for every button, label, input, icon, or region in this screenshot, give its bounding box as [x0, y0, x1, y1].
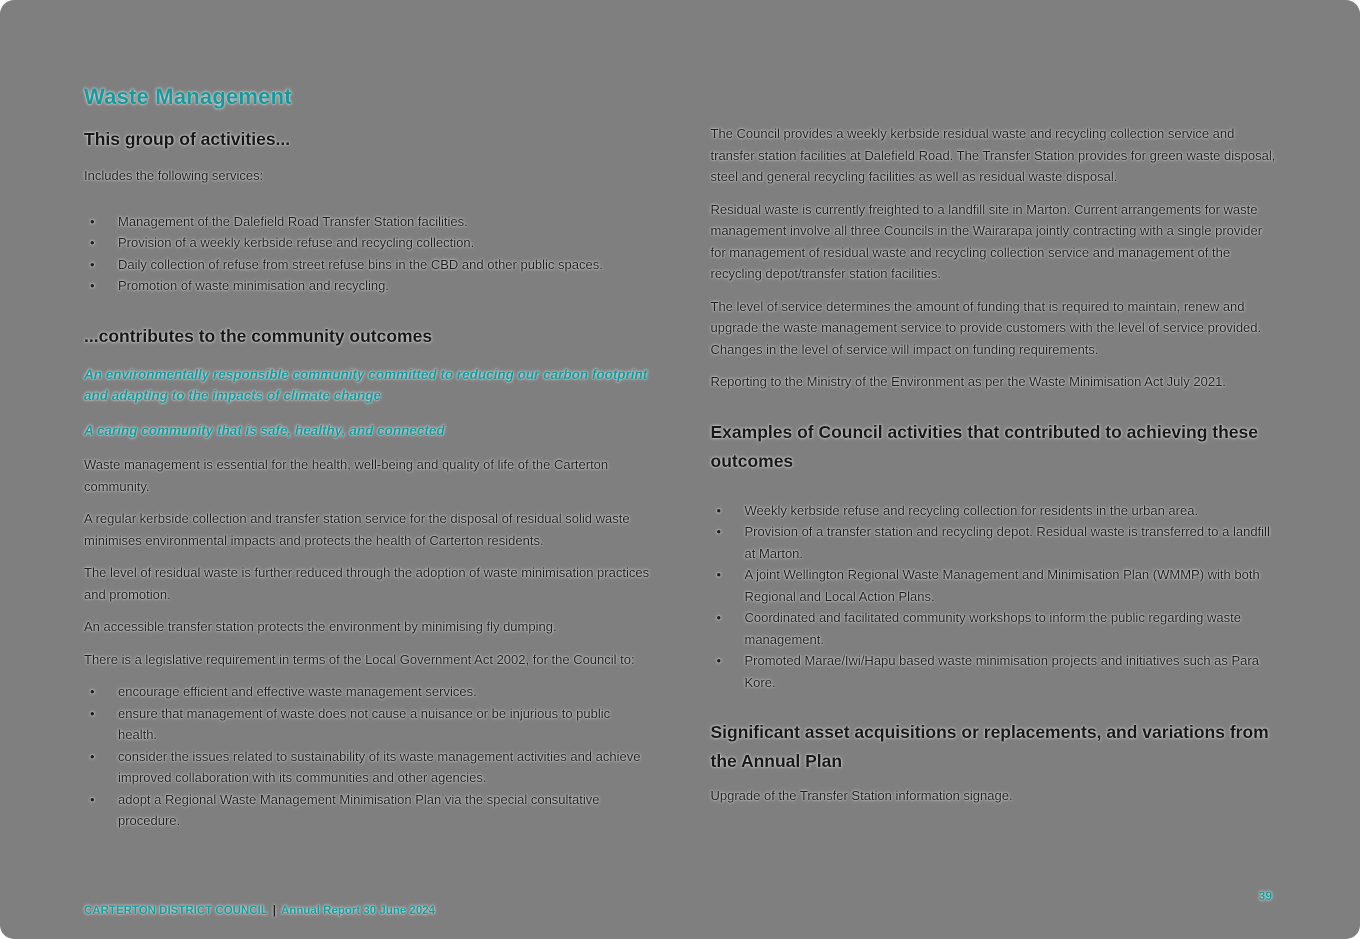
- right-column: The Council provides a weekly kerbside r…: [711, 84, 1277, 843]
- body-paragraph: Residual waste is currently freighted to…: [710, 201, 1263, 282]
- outcome-statement: An environmentally responsible community…: [84, 366, 648, 404]
- services-list: Management of the Dalefield Road Transfe…: [84, 211, 650, 297]
- list-item: Provision of a transfer station and recy…: [717, 521, 1277, 564]
- list-item: Daily collection of refuse from street r…: [90, 254, 650, 276]
- list-item: Provision of a weekly kerbside refuse an…: [90, 232, 650, 254]
- list-item: ensure that management of waste does not…: [90, 703, 650, 746]
- outcome-statement: A caring community that is safe, healthy…: [84, 422, 445, 438]
- list-item: A joint Wellington Regional Waste Manage…: [717, 564, 1277, 607]
- body-paragraph: The Council provides a weekly kerbside r…: [710, 126, 1276, 184]
- page-columns: Waste Management This group of activitie…: [0, 0, 1360, 843]
- heading-significant-assets: Significant asset acquisitions or replac…: [710, 722, 1269, 771]
- body-paragraph: The level of residual waste is further r…: [84, 565, 650, 602]
- body-paragraph: The level of service determines the amou…: [710, 298, 1262, 357]
- heading-community-outcomes: ...contributes to the community outcomes: [84, 325, 433, 346]
- body-paragraph: A regular kerbside collection and transf…: [84, 511, 630, 548]
- page-number: 39: [1258, 889, 1272, 903]
- page-title: Waste Management: [84, 84, 292, 109]
- heading-group-of-activities: This group of activities...: [84, 129, 291, 149]
- significant-assets-body: Upgrade of the Transfer Station informat…: [710, 788, 1013, 803]
- body-paragraph: An accessible transfer station protects …: [84, 619, 557, 634]
- left-column: Waste Management This group of activitie…: [84, 84, 650, 843]
- footer-report-title: Annual Report 30 June 2024: [281, 905, 436, 917]
- list-item: Coordinated and facilitated community wo…: [717, 607, 1277, 650]
- activities-intro: Includes the following services:: [84, 168, 264, 183]
- list-item: Promotion of waste minimisation and recy…: [90, 275, 650, 297]
- page-footer: CARTERTON DISTRICT COUNCIL | Annual Report…: [84, 905, 435, 917]
- footer-separator: |: [272, 905, 276, 917]
- footer-council-name: CARTERTON DISTRICT COUNCIL: [84, 905, 268, 917]
- list-item: encourage efficient and effective waste …: [90, 681, 650, 703]
- legislative-list: encourage efficient and effective waste …: [84, 681, 650, 832]
- heading-examples: Examples of Council activities that cont…: [710, 421, 1258, 471]
- list-item: adopt a Regional Waste Management Minimi…: [90, 789, 650, 832]
- list-item: consider the issues related to sustainab…: [90, 746, 650, 789]
- list-item: Promoted Marae/Iwi/Hapu based waste mini…: [717, 650, 1277, 693]
- list-item: Management of the Dalefield Road Transfe…: [90, 211, 650, 233]
- body-paragraph: There is a legislative requirement in te…: [84, 651, 635, 667]
- body-paragraph: Waste management is essential for the he…: [84, 457, 609, 494]
- list-item: Weekly kerbside refuse and recycling col…: [717, 500, 1277, 522]
- examples-list: Weekly kerbside refuse and recycling col…: [711, 500, 1277, 694]
- body-paragraph: Reporting to the Ministry of the Environ…: [710, 374, 1226, 389]
